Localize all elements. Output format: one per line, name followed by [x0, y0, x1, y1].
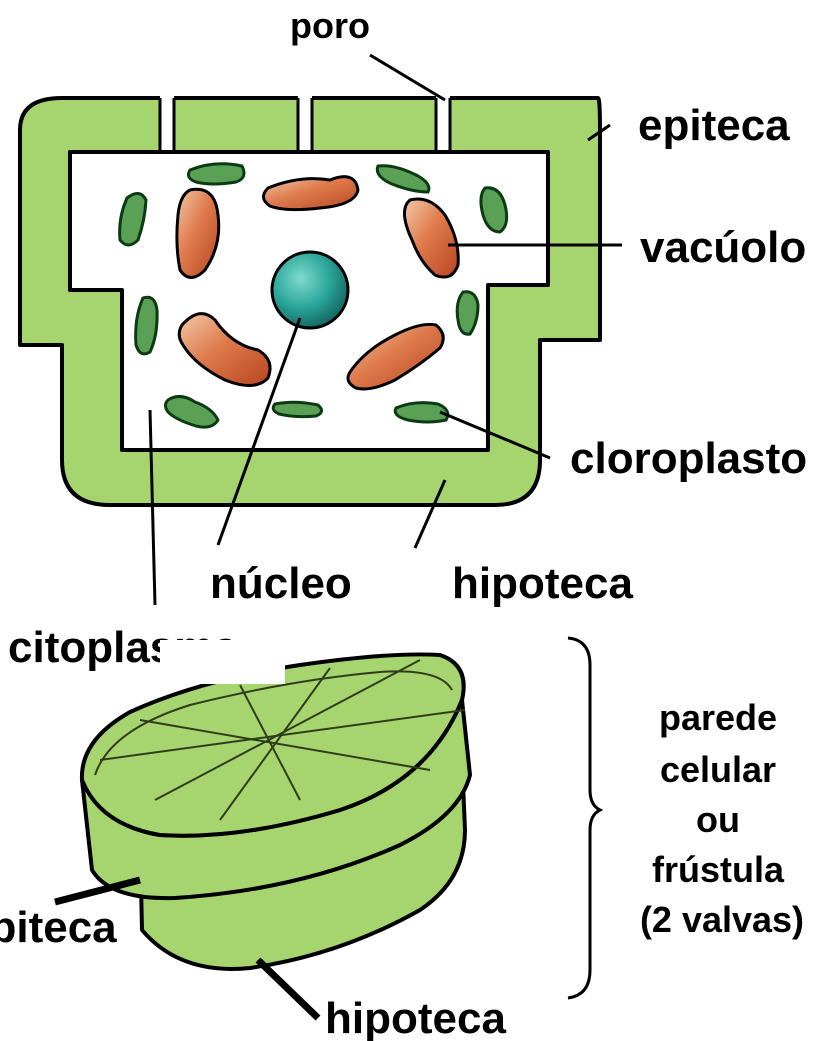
pore-gap-1: [160, 92, 174, 150]
wall-brace: [568, 638, 600, 998]
label-hipoteca-bottom: hipoteca: [325, 994, 506, 1041]
label-hipoteca-top: hipoteca: [452, 559, 633, 608]
leader-hipoteca-bottom: [258, 960, 318, 1018]
label-epiteca-bottom: epiteca: [0, 903, 117, 952]
chloroplast-6: [457, 292, 478, 334]
vacuole-left: [177, 189, 219, 277]
chloroplast-3: [120, 193, 146, 245]
chloroplast-1: [188, 164, 244, 184]
leader-poro: [370, 55, 445, 100]
chloroplast-8: [273, 402, 321, 416]
nucleus: [272, 252, 348, 328]
pore-gap-3: [436, 92, 450, 150]
wall-label-line-3: ou: [696, 799, 740, 840]
vacuole-right: [404, 199, 458, 277]
chloroplast-4: [481, 188, 507, 232]
label-cloroplasto: cloroplasto: [570, 434, 807, 483]
wall-label-line-1: parede: [659, 697, 777, 738]
chloroplast-7: [166, 396, 219, 427]
wall-label-line-2: celular: [660, 749, 776, 790]
label-poro: poro: [290, 5, 370, 46]
frustule-3d: [82, 654, 470, 969]
wall-label: parede celular ou frústula (2 valvas): [640, 697, 804, 940]
wall-label-line-4: frústula: [652, 849, 785, 890]
label-epiteca-top: epiteca: [638, 101, 790, 150]
vacuole-lower-right: [348, 324, 443, 389]
pore-gap-2: [298, 92, 312, 150]
vacuole-top: [263, 177, 358, 210]
vacuole-lower-left: [179, 314, 270, 386]
label-vacuolo: vacúolo: [640, 223, 806, 272]
wall-label-line-5: (2 valvas): [640, 899, 804, 940]
chloroplast-2: [377, 166, 429, 192]
leader-citoplasma: [150, 410, 155, 605]
label-nucleo: núcleo: [210, 559, 352, 608]
chloroplast-5: [136, 297, 157, 354]
